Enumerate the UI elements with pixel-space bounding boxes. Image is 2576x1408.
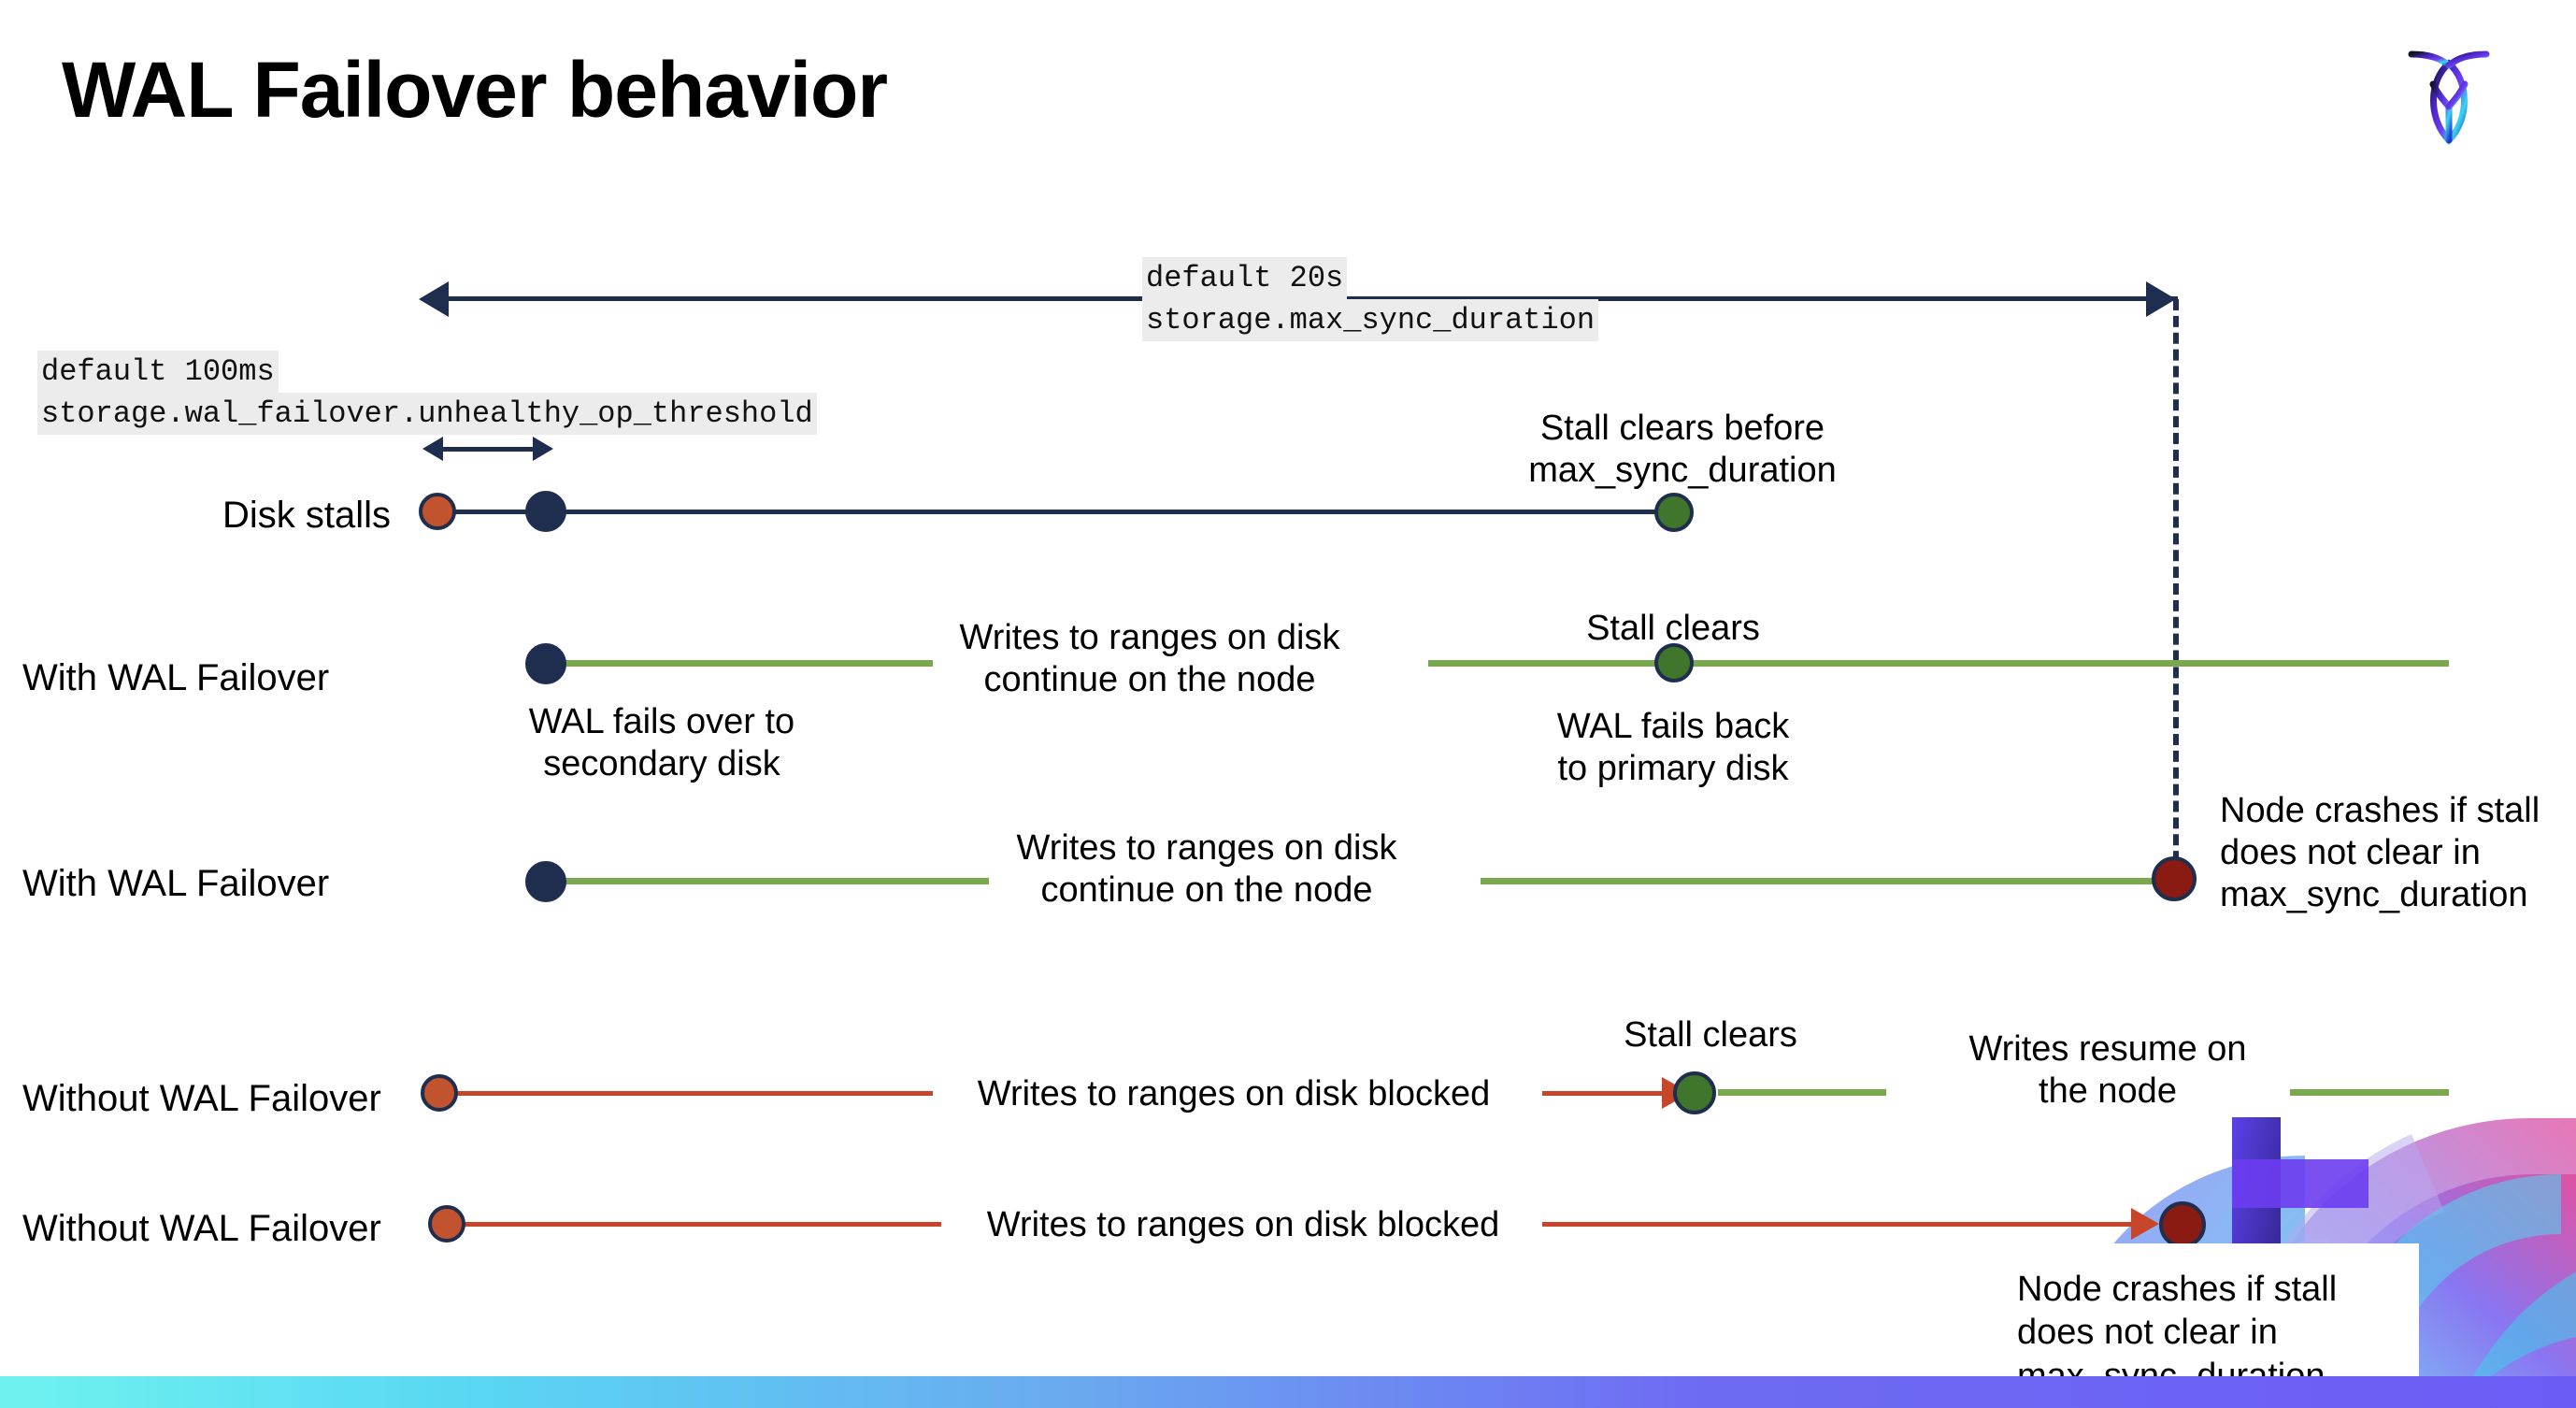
unhealthy-op-threshold-default-label: default 100ms (37, 351, 279, 394)
without-failover-1-resume-segment-far (2290, 1089, 2449, 1096)
without-failover-1-blocked-segment-right (1542, 1091, 1681, 1096)
without-failover-2-start-dot (428, 1205, 465, 1243)
without-failover-1-resume-segment (1718, 1089, 1886, 1096)
disk-stalls-start-dot (419, 493, 456, 530)
max-sync-duration-default-label: default 20s (1142, 257, 1348, 300)
with-failover-1-back-note: WAL fails back to primary disk (1556, 707, 1790, 788)
without-failover-2-blocked-segment-right (1542, 1222, 2150, 1227)
with-failover-2-crash-note: Node crashes if stall does not clear in … (2220, 791, 2540, 914)
unhealthy-op-threshold-setting: default 100ms storage.wal_failover.unhea… (37, 351, 817, 436)
max-sync-duration-setting: default 20s storage.max_sync_duration (1142, 257, 1599, 342)
without-failover-2-blocked-note: Writes to ranges on disk blocked (986, 1205, 1500, 1244)
with-failover-2-crash-dot (2152, 856, 2197, 901)
unhealthy-op-threshold-right-arrowhead (533, 437, 553, 461)
without-failover-1-blocked-note: Writes to ranges on disk blocked (977, 1074, 1491, 1113)
with-failover-2-secondary-segment-left (540, 878, 989, 884)
with-failover-1-secondary-segment-right (1428, 660, 2449, 667)
cockroachdb-logo-icon (2379, 26, 2519, 166)
disk-stalls-failover-dot (525, 491, 566, 532)
with-failover-1-start-note: WAL fails over to secondary disk (528, 702, 795, 783)
max-sync-duration-right-arrowhead (2146, 281, 2176, 317)
max-sync-duration-left-arrowhead (419, 281, 449, 317)
without-failover-1-start-dot (421, 1074, 458, 1112)
with-failover-1-mid-note: Writes to ranges on disk continue on the… (959, 618, 1340, 699)
with-failover-2-secondary-segment-right (1481, 878, 2176, 884)
without-failover-2-blocked-segment-left (463, 1222, 941, 1227)
with-failover-2-mid-note: Writes to ranges on disk continue on the… (1016, 828, 1397, 910)
row-label-with-wal-failover-2: With WAL Failover (22, 863, 330, 904)
row-label-with-wal-failover-1: With WAL Failover (22, 657, 330, 698)
without-failover-1-clear-note: Stall clears (1624, 1015, 1797, 1055)
bottom-gradient-bar (0, 1376, 2576, 1408)
without-failover-1-clear-dot (1673, 1071, 1716, 1114)
row-label-without-wal-failover-2: Without WAL Failover (22, 1208, 381, 1249)
disk-stalls-clear-note: Stall clears before max_sync_duration (1528, 409, 1837, 490)
with-failover-1-clear-note: Stall clears (1586, 609, 1760, 648)
max-sync-duration-deadline-dashed-line (2173, 299, 2179, 879)
max-sync-duration-setting-label: storage.max_sync_duration (1142, 299, 1599, 342)
with-failover-1-failover-dot (525, 643, 566, 684)
unhealthy-op-threshold-left-arrowhead (422, 437, 443, 461)
unhealthy-op-threshold-span-line (437, 447, 536, 452)
without-failover-2-arrowhead (2131, 1208, 2159, 1240)
with-failover-2-failover-dot (525, 861, 566, 902)
unhealthy-op-threshold-setting-label: storage.wal_failover.unhealthy_op_thresh… (37, 393, 817, 436)
row-label-disk-stalls: Disk stalls (222, 495, 392, 536)
without-failover-2-crash-dot (2159, 1201, 2206, 1248)
without-failover-1-blocked-segment-left (456, 1091, 933, 1096)
with-failover-1-secondary-segment-left (540, 660, 933, 667)
disk-stalls-clear-dot (1654, 493, 1694, 532)
row-label-without-wal-failover-1: Without WAL Failover (22, 1078, 381, 1119)
disk-stalls-timeline (437, 510, 1681, 514)
page-title: WAL Failover behavior (62, 46, 888, 134)
with-failover-1-clear-dot (1654, 643, 1694, 682)
without-failover-1-resume-note: Writes resume on the node (1968, 1029, 2247, 1111)
